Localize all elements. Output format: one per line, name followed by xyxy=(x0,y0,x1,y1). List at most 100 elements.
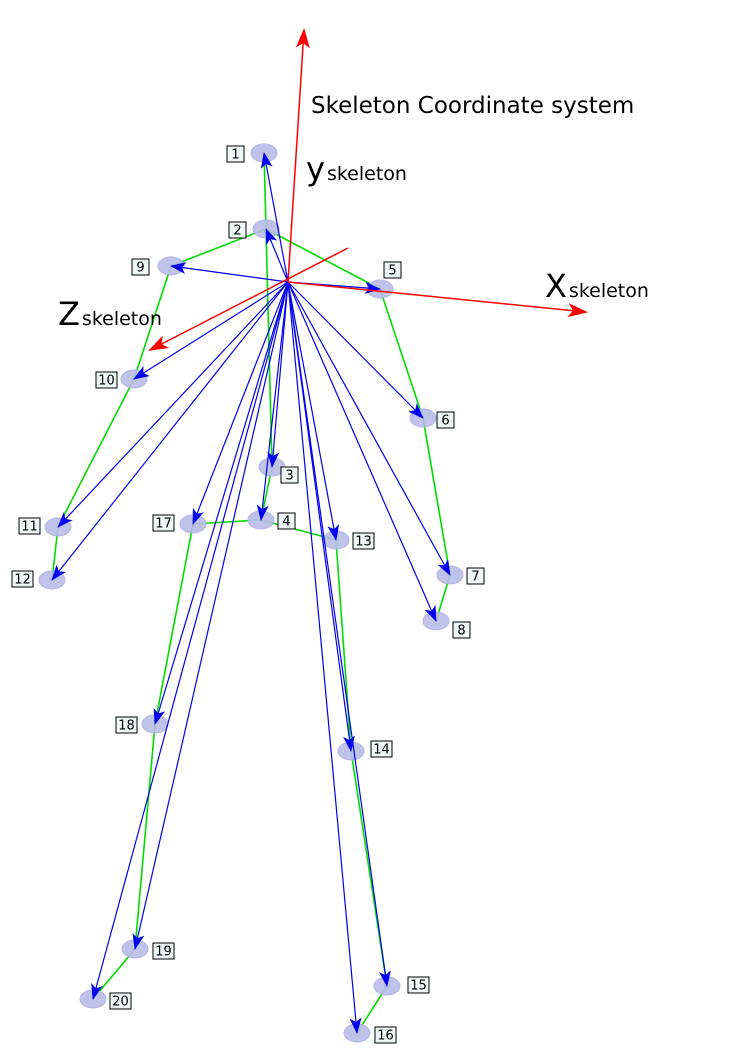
z-axis-sub: skeleton xyxy=(82,308,162,330)
vector-to-joint-18 xyxy=(153,281,289,725)
y-axis-sub: skeleton xyxy=(327,163,407,185)
joint-label-text-16: 16 xyxy=(377,1029,394,1044)
joint-label-box-7 xyxy=(466,567,485,585)
joint-label-box-9 xyxy=(131,258,150,276)
joint-label-10: 10 xyxy=(95,371,118,389)
joint-label-20: 20 xyxy=(109,992,132,1010)
vector-to-joint-4 xyxy=(256,281,289,521)
joint-label-3: 3 xyxy=(280,466,299,484)
joint-label-box-4 xyxy=(277,512,296,530)
diagram-title: Skeleton Coordinate system xyxy=(311,93,634,119)
vector-to-joint-1 xyxy=(260,152,289,283)
joint-label-text-19: 19 xyxy=(155,945,172,960)
joint-label-18: 18 xyxy=(115,716,138,734)
vector-to-joint-11 xyxy=(57,281,289,528)
vector-to-joint-3 xyxy=(267,281,289,468)
bone-2-5 xyxy=(265,228,381,290)
vector-to-joint-15 xyxy=(287,281,391,987)
joint-label-text-7: 7 xyxy=(471,570,479,585)
vector-to-joint-9 xyxy=(170,262,289,283)
joint-label-box-6 xyxy=(436,411,455,429)
joint-label-17: 17 xyxy=(152,514,175,532)
joint-label-16: 16 xyxy=(374,1026,397,1044)
z-axis-main: Z xyxy=(58,295,80,333)
joint-label-7: 7 xyxy=(466,567,485,585)
joint-label-text-20: 20 xyxy=(112,995,129,1010)
joint-label-9: 9 xyxy=(131,258,150,276)
joint-label-text-13: 13 xyxy=(355,535,372,550)
vector-to-joint-19 xyxy=(132,281,289,950)
z-axis-arrow xyxy=(148,247,349,351)
vectors-layer xyxy=(51,152,451,1034)
bone-13-14 xyxy=(335,539,352,752)
joint-label-14: 14 xyxy=(370,740,393,758)
vector-to-joint-20 xyxy=(91,281,289,1000)
joint-label-text-8: 8 xyxy=(457,624,465,639)
vector-to-joint-10 xyxy=(133,281,289,380)
joint-label-1: 1 xyxy=(226,145,245,163)
joint-label-text-9: 9 xyxy=(136,261,144,276)
vector-to-joint-16 xyxy=(287,281,362,1034)
joint-label-box-12 xyxy=(11,570,34,588)
joint-label-box-14 xyxy=(370,740,393,758)
joint-label-text-17: 17 xyxy=(155,517,172,532)
vector-to-joint-17 xyxy=(192,281,289,525)
bone-10-11 xyxy=(57,378,135,528)
x-axis-arrow xyxy=(287,281,588,318)
joint-label-text-12: 12 xyxy=(14,573,31,588)
joint-label-text-18: 18 xyxy=(118,719,135,734)
bone-9-10 xyxy=(133,265,172,380)
joint-label-text-4: 4 xyxy=(282,515,290,530)
joint-label-12: 12 xyxy=(11,570,34,588)
joint-label-text-14: 14 xyxy=(373,743,390,758)
joint-label-box-15 xyxy=(407,976,430,994)
x-axis-sub: skeleton xyxy=(569,280,649,302)
joint-label-19: 19 xyxy=(152,942,175,960)
joint-label-box-13 xyxy=(352,532,375,550)
coordinate-axes xyxy=(148,28,588,351)
bone-2-9 xyxy=(170,228,267,267)
joint-label-box-11 xyxy=(18,517,41,535)
joint-label-6: 6 xyxy=(436,411,455,429)
vector-to-joint-6 xyxy=(287,281,424,419)
vector-to-joint-13 xyxy=(287,281,340,541)
joint-label-box-18 xyxy=(115,716,138,734)
joint-label-text-1: 1 xyxy=(231,148,239,163)
joint-label-text-6: 6 xyxy=(441,414,449,429)
joint-label-text-2: 2 xyxy=(233,224,241,239)
joint-label-box-20 xyxy=(109,992,132,1010)
vector-to-joint-12 xyxy=(51,281,289,581)
joint-label-11: 11 xyxy=(18,517,41,535)
joint-label-box-19 xyxy=(152,942,175,960)
bone-17-18 xyxy=(154,523,194,725)
vector-to-joint-8 xyxy=(287,281,437,622)
joint-label-5: 5 xyxy=(383,261,402,279)
joint-label-text-10: 10 xyxy=(98,374,115,389)
joint-label-text-15: 15 xyxy=(410,979,427,994)
joint-label-box-3 xyxy=(280,466,299,484)
joint-label-4: 4 xyxy=(277,512,296,530)
joint-label-box-17 xyxy=(152,514,175,532)
joint-label-8: 8 xyxy=(452,621,471,639)
joint-label-box-8 xyxy=(452,621,471,639)
joints-layer xyxy=(38,143,464,1043)
bone-18-19 xyxy=(134,723,156,950)
joint-label-box-10 xyxy=(95,371,118,389)
x-axis-main: X xyxy=(545,267,567,305)
joint-label-box-5 xyxy=(383,261,402,279)
joint-label-box-2 xyxy=(228,221,247,239)
joint-label-15: 15 xyxy=(407,976,430,994)
bone-5-6 xyxy=(379,288,424,419)
joint-label-box-16 xyxy=(374,1026,397,1044)
joint-label-text-5: 5 xyxy=(388,264,396,279)
y-axis-arrow xyxy=(287,28,310,283)
joint-label-text-11: 11 xyxy=(21,520,38,535)
bone-6-7 xyxy=(422,417,451,576)
joint-label-2: 2 xyxy=(228,221,247,239)
vector-to-joint-7 xyxy=(287,281,451,576)
